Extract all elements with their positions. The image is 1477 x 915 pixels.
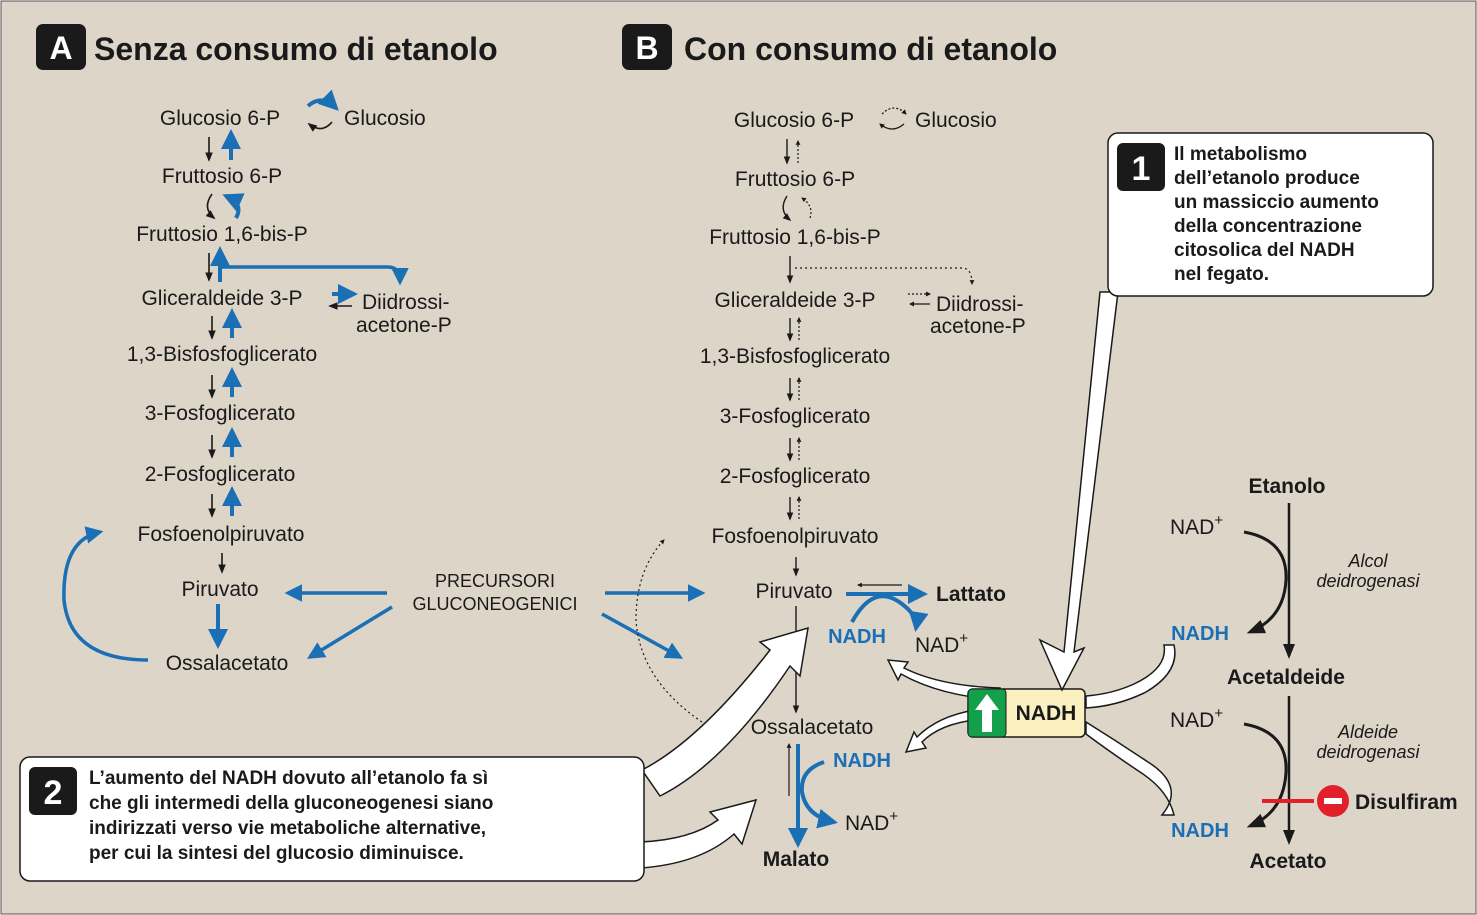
panel-b-badge <box>622 24 672 70</box>
enzyme-2-line1: Aldeide <box>1337 722 1398 742</box>
b-nadh-2: NADH <box>833 750 891 772</box>
a-2pg: 2-Fosfoglicerato <box>145 463 296 486</box>
minus-icon <box>1324 798 1342 804</box>
callout-2-pointer-upper <box>640 626 809 797</box>
b-nadh-nad-2 <box>799 760 838 829</box>
a-13bpg: 1,3-Bisfosfoglicerato <box>127 343 317 366</box>
b-pep: Fosfoenolpiruvato <box>712 525 879 548</box>
up-arrow-icon <box>975 694 999 732</box>
nadh2-to-hub-band <box>1085 720 1175 816</box>
callout-2-pointer-lower <box>639 798 758 869</box>
a-oxaloacetate: Ossalacetato <box>166 652 289 675</box>
eth-nad-1: NAD+ <box>1170 512 1223 539</box>
b-glucose-6p: Glucosio 6-P <box>734 109 854 132</box>
panel-a-letter: A <box>49 30 72 66</box>
callout-2-badge <box>29 767 77 815</box>
callout-1-line6: nel fegato. <box>1174 264 1269 285</box>
b-glucose-cycle <box>881 107 907 115</box>
callout-1-box <box>1107 132 1434 297</box>
hub-to-nadh2-arrow <box>904 709 976 754</box>
callout-1-line5: citosolica del NADH <box>1174 240 1355 261</box>
precursors-line2: GLUCONEOGENICI <box>412 594 577 614</box>
callout-2-box <box>19 756 645 882</box>
callout-1-line4: della concentrazione <box>1174 216 1362 237</box>
a-glucose: Glucosio <box>344 107 426 130</box>
b-dhap-line2: acetone-P <box>930 315 1026 338</box>
b-nad-2: NAD+ <box>845 808 898 835</box>
callout-2-line3: indirizzati verso vie metaboliche altern… <box>89 818 486 839</box>
callout-1-line2: dell’etanolo produce <box>1174 168 1360 189</box>
precursor-to-a-oaa <box>307 605 393 659</box>
a-3pg: 3-Fosfoglicerato <box>145 402 296 425</box>
a-fructose-6p: Fruttosio 6-P <box>162 165 282 188</box>
b-13bpg: 1,3-Bisfosfoglicerato <box>700 345 890 368</box>
acetate: Acetato <box>1249 850 1326 873</box>
b-nadh-1: NADH <box>828 626 886 648</box>
eth-nad-nadh-1 <box>1243 530 1288 634</box>
enzyme-1-line2: deidrogenasi <box>1316 571 1420 591</box>
panel-b-letter: B <box>635 30 658 66</box>
a-dhap-connector <box>220 265 409 286</box>
a-fructose-16bp: Fruttosio 1,6-bis-P <box>136 223 308 246</box>
ethanol: Etanolo <box>1249 475 1326 498</box>
b-fructose-6p: Fruttosio 6-P <box>735 168 855 191</box>
callout-1-pointer <box>1038 291 1136 692</box>
b-dhap-line1: Diidrossi- <box>936 293 1024 316</box>
callout-2-line1: L’aumento del NADH dovuto all’etanolo fa… <box>89 768 488 789</box>
panel-b-title: Con consumo di etanolo <box>684 31 1057 67</box>
enzyme-1-line1: Alcol <box>1347 551 1388 571</box>
callout-1-line1: Il metabolismo <box>1174 144 1307 165</box>
b-nad-1: NAD+ <box>915 630 968 657</box>
enzyme-2-line2: deidrogenasi <box>1316 742 1420 762</box>
nadh1-to-hub-band <box>1085 644 1176 709</box>
callout-2-line4: per cui la sintesi del glucosio diminuis… <box>89 843 464 864</box>
a-gap: Gliceraldeide 3-P <box>141 287 302 310</box>
b-pyruvate: Piruvato <box>755 580 832 603</box>
panel-a-badge <box>36 24 86 70</box>
a-dhap-line1: Diidrossi- <box>362 291 450 314</box>
a-glucose-cycle-blue <box>306 89 339 111</box>
a-pyruvate: Piruvato <box>181 578 258 601</box>
b-oxaloacetate: Ossalacetato <box>751 716 874 739</box>
b-glucose: Glucosio <box>915 109 997 132</box>
callout-2-number: 2 <box>44 774 63 812</box>
b-3pg: 3-Fosfoglicerato <box>720 405 871 428</box>
b-nadh-nad-1 <box>850 594 929 632</box>
eth-nad-2: NAD+ <box>1170 705 1223 732</box>
precursors-line1: PRECURSORI <box>435 571 555 591</box>
a-oaa-to-pep <box>62 526 149 662</box>
eth-nadh-1: NADH <box>1171 623 1229 645</box>
acetaldehyde: Acetaldeide <box>1227 666 1345 689</box>
eth-nadh-2: NADH <box>1171 820 1229 842</box>
a-step-arrows <box>205 129 245 649</box>
b-dhap-connector <box>795 267 975 285</box>
callout-1-line3: un massiccio aumento <box>1174 192 1379 213</box>
b-fructose-16bp: Fruttosio 1,6-bis-P <box>709 226 881 249</box>
callout-1-number: 1 <box>1132 150 1151 188</box>
b-glucose-cycle-back <box>879 123 905 130</box>
panel-a-title: Senza consumo di etanolo <box>94 31 498 67</box>
callout-2-line2: che gli intermedi della gluconeogenesi s… <box>89 793 493 814</box>
callout-1-badge <box>1117 143 1165 191</box>
b-2pg: 2-Fosfoglicerato <box>720 465 871 488</box>
b-oaa-to-pep <box>635 539 703 723</box>
nadh-hub-label: NADH <box>1016 702 1077 725</box>
disulfiram: Disulfiram <box>1355 791 1458 814</box>
b-malate: Malato <box>763 848 830 871</box>
precursor-to-b-oaa <box>601 612 684 659</box>
a-dhap-line2: acetone-P <box>356 314 452 337</box>
eth-nad-nadh-2 <box>1243 722 1288 828</box>
a-glucose-6p: Glucosio 6-P <box>160 107 280 130</box>
b-lactate: Lattato <box>936 583 1006 606</box>
a-glucose-cycle-black <box>307 121 333 132</box>
a-pep: Fosfoenolpiruvato <box>138 523 305 546</box>
b-gap: Gliceraldeide 3-P <box>714 289 875 312</box>
